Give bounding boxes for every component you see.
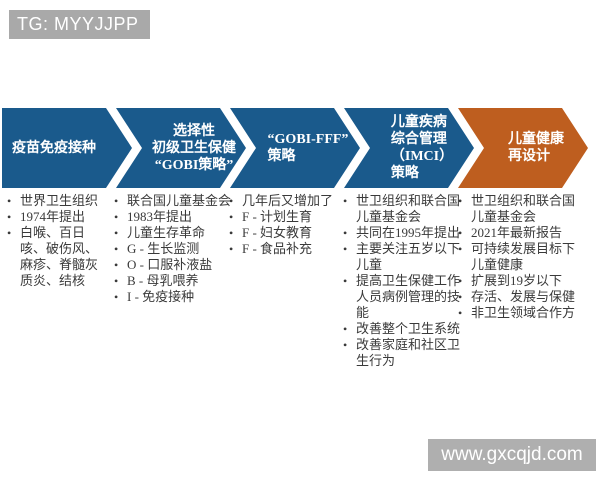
- list-item: 联合国儿童基金会: [112, 193, 234, 209]
- stage-column-1: 世界卫生组织1974年提出白喉、百日咳、破伤风、麻疹、脊髓灰质炎、结核: [5, 193, 101, 289]
- stage-chevron-5: 儿童健康 再设计: [458, 108, 588, 188]
- watermark: www.gxcqjd.com: [428, 439, 596, 471]
- list-item: F - 食品补充: [227, 241, 339, 257]
- stage-column-4: 世卫组织和联合国儿童基金会共同在1995年提出主要关注五岁以下儿童提高卫生保健工…: [341, 193, 462, 369]
- list-item: F - 妇女教育: [227, 225, 339, 241]
- list-item: 白喉、百日咳、破伤风、麻疹、脊髓灰质炎、结核: [5, 225, 101, 289]
- stage-title-4: 儿童疾病 综合管理 （IMCI） 策略: [390, 115, 454, 181]
- corner-tag-label: TG: MYYJJPP: [17, 14, 139, 34]
- corner-tag: TG: MYYJJPP: [9, 10, 150, 39]
- list-item: 存活、发展与保健: [456, 289, 580, 305]
- stage-2-bullet-list: 联合国儿童基金会1983年提出儿童生存革命G - 生长监测O - 口服补液盐B …: [112, 193, 234, 305]
- list-item: O - 口服补液盐: [112, 257, 234, 273]
- list-item: 可持续发展目标下儿童健康: [456, 241, 580, 273]
- list-item: 改善家庭和社区卫生行为: [341, 337, 462, 369]
- list-item: 扩展到19岁以下: [456, 273, 580, 289]
- stage-flow: 疫苗免疫接种 选择性 初级卫生保健 “GOBI策略” “GOBI-FFF” 策略…: [0, 108, 600, 188]
- list-item: 主要关注五岁以下儿童: [341, 241, 462, 273]
- list-item: G - 生长监测: [112, 241, 234, 257]
- stage-column-2: 联合国儿童基金会1983年提出儿童生存革命G - 生长监测O - 口服补液盐B …: [112, 193, 234, 305]
- list-item: 几年后又增加了: [227, 193, 339, 209]
- stage-chevron-2: 选择性 初级卫生保健 “GOBI策略”: [116, 108, 246, 188]
- stage-title-1: 疫苗免疫接种: [12, 140, 96, 156]
- list-item: 世界卫生组织: [5, 193, 101, 209]
- stage-chevron-1: 疫苗免疫接种: [2, 108, 132, 188]
- list-item: 世卫组织和联合国儿童基金会: [456, 193, 580, 225]
- stage-title-5: 儿童健康 再设计: [508, 132, 564, 164]
- stage-chevron-4: 儿童疾病 综合管理 （IMCI） 策略: [344, 108, 474, 188]
- stage-4-bullet-list: 世卫组织和联合国儿童基金会共同在1995年提出主要关注五岁以下儿童提高卫生保健工…: [341, 193, 462, 369]
- stage-title-3: “GOBI-FFF” 策略: [267, 132, 349, 164]
- list-item: 改善整个卫生系统: [341, 321, 462, 337]
- stage-chevron-3: “GOBI-FFF” 策略: [230, 108, 360, 188]
- stage-3-bullet-list: 几年后又增加了F - 计划生育F - 妇女教育F - 食品补充: [227, 193, 339, 257]
- list-item: 1983年提出: [112, 209, 234, 225]
- list-item: B - 母乳喂养: [112, 273, 234, 289]
- list-item: I - 免疫接种: [112, 289, 234, 305]
- stage-column-3: 几年后又增加了F - 计划生育F - 妇女教育F - 食品补充: [227, 193, 339, 257]
- stage-column-5: 世卫组织和联合国儿童基金会2021年最新报告可持续发展目标下儿童健康扩展到19岁…: [456, 193, 580, 321]
- list-item: 2021年最新报告: [456, 225, 580, 241]
- list-item: 非卫生领域合作方: [456, 305, 580, 321]
- list-item: 儿童生存革命: [112, 225, 234, 241]
- list-item: F - 计划生育: [227, 209, 339, 225]
- list-item: 世卫组织和联合国儿童基金会: [341, 193, 462, 225]
- stage-1-bullet-list: 世界卫生组织1974年提出白喉、百日咳、破伤风、麻疹、脊髓灰质炎、结核: [5, 193, 101, 289]
- list-item: 提高卫生保健工作人员病例管理的技能: [341, 273, 462, 321]
- watermark-label: www.gxcqjd.com: [441, 444, 583, 465]
- list-item: 共同在1995年提出: [341, 225, 462, 241]
- stage-title-2: 选择性 初级卫生保健 “GOBI策略”: [152, 123, 236, 173]
- stage-5-bullet-list: 世卫组织和联合国儿童基金会2021年最新报告可持续发展目标下儿童健康扩展到19岁…: [456, 193, 580, 321]
- list-item: 1974年提出: [5, 209, 101, 225]
